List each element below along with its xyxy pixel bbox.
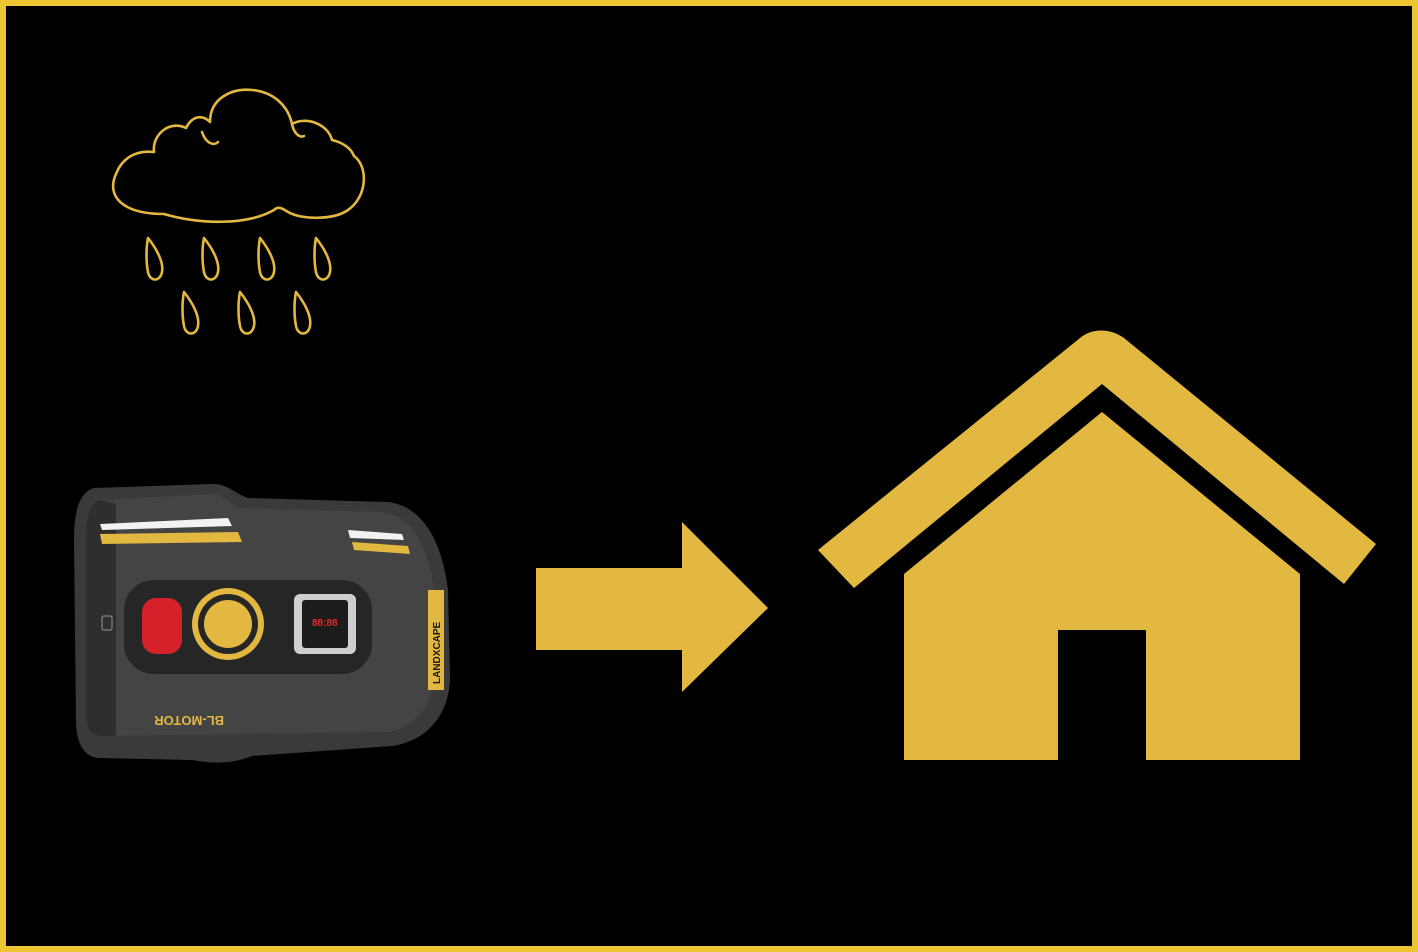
raindrops — [145, 236, 332, 335]
cloud-outline — [111, 88, 366, 224]
motor-label: BL-MOTOR — [154, 713, 224, 728]
arrow-right-icon — [536, 522, 768, 692]
brand-label: LANDXCAPE — [432, 621, 443, 684]
height-dial — [204, 600, 252, 648]
mower-stripes — [100, 518, 410, 554]
red-stop-button — [142, 598, 182, 654]
display-screen — [302, 600, 348, 648]
house-body — [904, 412, 1300, 760]
rain-cloud-icon — [111, 88, 366, 335]
house-icon — [818, 330, 1376, 760]
robotic-mower: 88:88 LANDXCAPE BL-MOTOR — [74, 484, 450, 763]
house-roof — [818, 330, 1376, 588]
display-digits: 88:88 — [312, 618, 338, 629]
